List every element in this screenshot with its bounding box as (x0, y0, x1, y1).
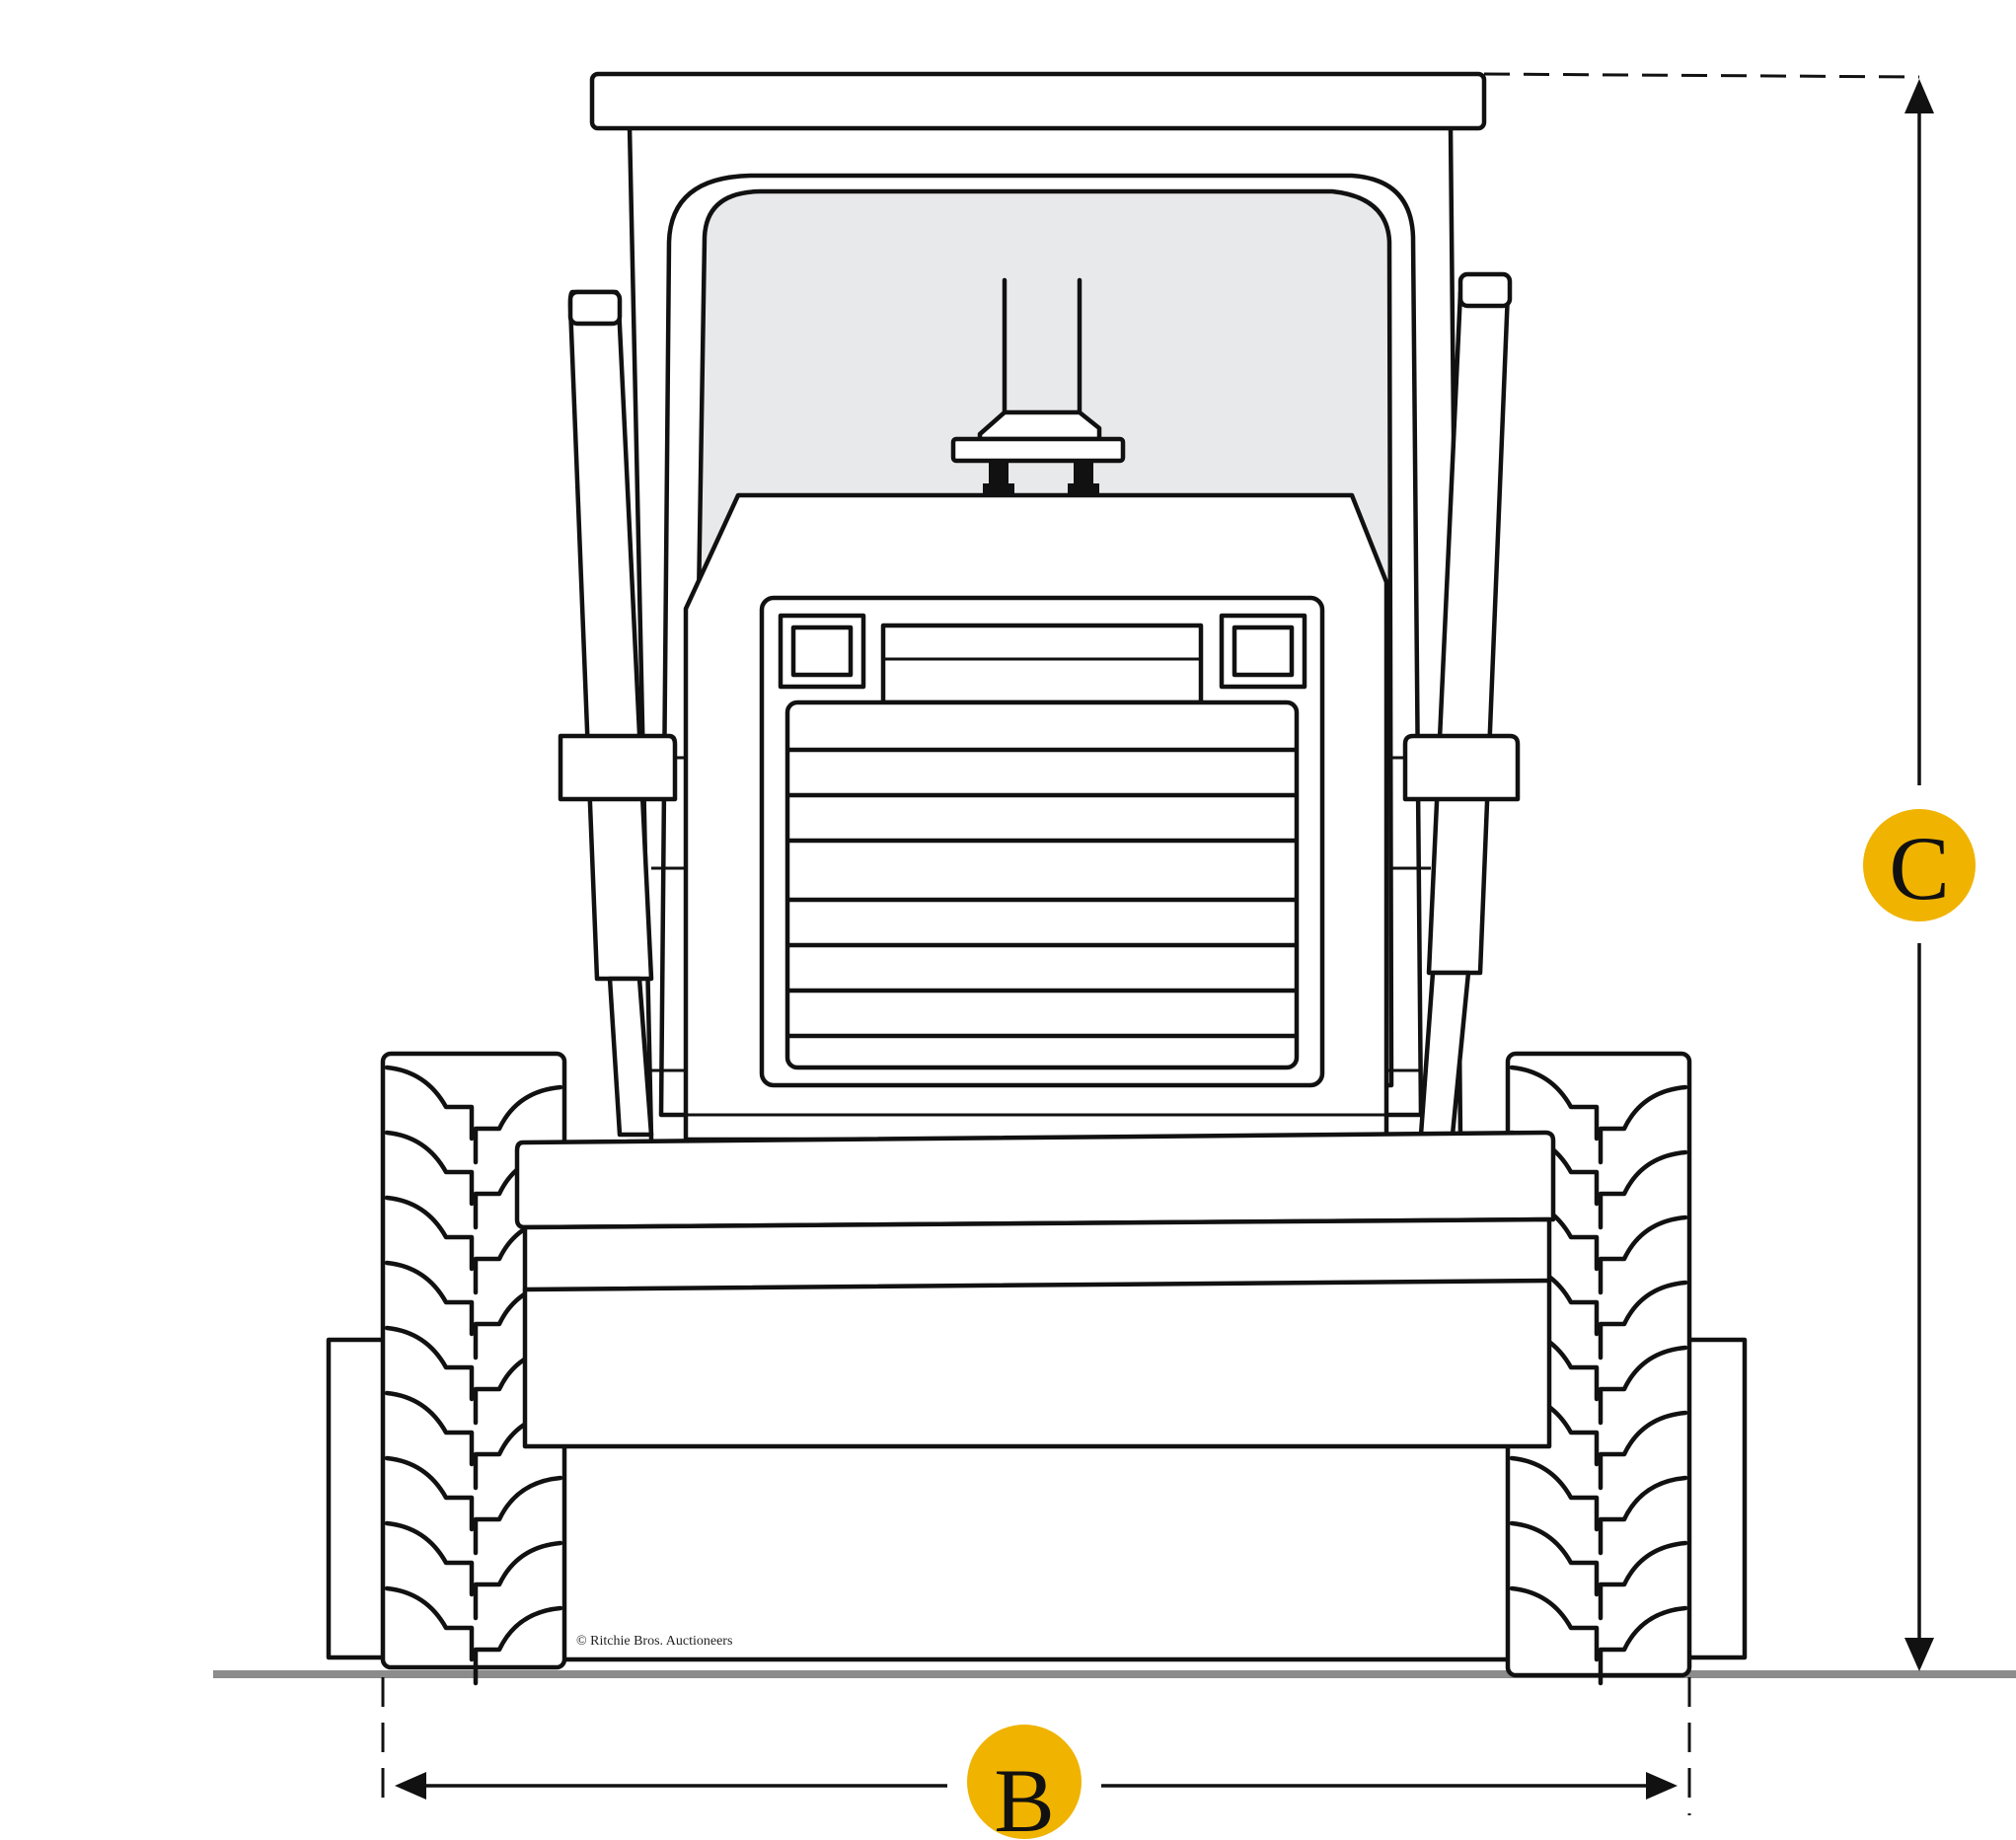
b-arrowhead-left (395, 1772, 426, 1800)
right-rear-box (1682, 1337, 1748, 1660)
tire-tread (1598, 1540, 1688, 1621)
tire-tread (1509, 1455, 1600, 1532)
tire-tread (473, 1084, 563, 1165)
tire-tread (1598, 1345, 1688, 1426)
tire-tread (1598, 1605, 1688, 1686)
tire-tread (1598, 1410, 1688, 1491)
front-bumper-lower (522, 1216, 1552, 1449)
dimension-c: C (1483, 72, 1976, 1671)
c-dashed-extension (1483, 72, 1920, 79)
radiator-grille (784, 699, 1300, 1070)
tire-tread (1598, 1214, 1688, 1295)
tire-tread (384, 1260, 475, 1337)
tire-tread (1509, 1065, 1600, 1141)
control-levers (950, 277, 1126, 495)
tire-tread (1598, 1280, 1688, 1361)
copyright-text: © Ritchie Bros. Auctioneers (576, 1634, 732, 1649)
rear-body-box (550, 1418, 1542, 1662)
tire-tread (384, 1455, 475, 1532)
tire-tread (384, 1585, 475, 1662)
b-label-badge (967, 1725, 1082, 1839)
tire-tread (1509, 1520, 1600, 1597)
b-arrowhead-right (1646, 1772, 1678, 1800)
c-label: C (1889, 818, 1949, 919)
tire-tread (384, 1325, 475, 1402)
tire-tread (1598, 1084, 1688, 1165)
c-label-badge (1863, 809, 1976, 921)
right-headlight (1219, 613, 1307, 690)
front-bumper-top (514, 1130, 1556, 1230)
tire-tread (384, 1390, 475, 1467)
tire-tread (384, 1195, 475, 1272)
tire-tread (1598, 1475, 1688, 1556)
c-arrowhead-top (1904, 79, 1934, 113)
tire-tread (1598, 1149, 1688, 1230)
bumper-seam (522, 1278, 1552, 1292)
tire-tread (384, 1130, 475, 1207)
tire-tread (473, 1605, 563, 1686)
tire-tread (384, 1065, 475, 1141)
canopy-roof (589, 71, 1487, 131)
tire-tread (473, 1475, 563, 1556)
grille-bars (786, 747, 1298, 1039)
c-arrowhead-bottom (1904, 1638, 1934, 1671)
right-lift-cylinder (1381, 271, 1521, 1138)
left-headlight (778, 613, 866, 690)
tire-tread (1509, 1585, 1600, 1662)
grille-top-panel (880, 623, 1204, 705)
tire-tread (384, 1520, 475, 1597)
b-label: B (994, 1750, 1054, 1840)
dimension-b: B (381, 1677, 1691, 1840)
left-rear-box (326, 1337, 393, 1660)
tire-tread (473, 1540, 563, 1621)
